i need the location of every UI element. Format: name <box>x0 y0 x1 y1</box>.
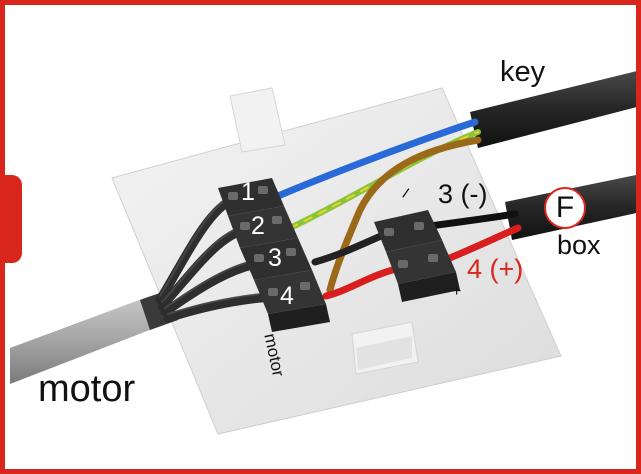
terminal-number-3: 3 <box>268 244 282 272</box>
terminal-number-1: 1 <box>241 178 255 206</box>
box-label: box <box>557 230 601 260</box>
plate-tab-top <box>229 87 286 153</box>
terminal-negative-label: 3 (-) <box>438 179 488 209</box>
wire-brown <box>326 136 482 294</box>
key-label: key <box>500 56 546 88</box>
key-cable <box>470 70 641 148</box>
terminal-block-box <box>374 210 460 302</box>
terminal-number-2: 2 <box>251 212 265 240</box>
motor-cable <box>10 296 160 384</box>
terminal-number-4: 4 <box>280 282 294 310</box>
f-badge: F <box>544 187 586 229</box>
wire-red <box>322 264 404 300</box>
motor-label: motor <box>38 368 136 410</box>
wire-blue <box>274 118 479 200</box>
terminal-positive-label: 4 (+) <box>467 254 524 284</box>
plus-mark: + <box>452 283 462 300</box>
terminal-block-motor <box>218 178 330 332</box>
frame-side-tab <box>0 175 22 263</box>
